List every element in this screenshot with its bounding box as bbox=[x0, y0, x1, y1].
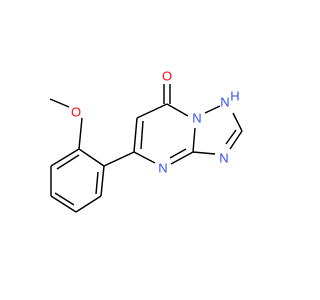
bonds-benzene-ring bbox=[50, 148, 105, 213]
bonds-pyrimidine-ring bbox=[133, 103, 196, 165]
bond-benzene-4 bbox=[50, 195, 77, 213]
bond-c6-c7 bbox=[136, 103, 168, 119]
bond-n8-n1 bbox=[204, 105, 221, 114]
bond-c2-n3 bbox=[229, 130, 243, 150]
bond-benzene-2 bbox=[100, 165, 105, 197]
bond-benzene-2-inner bbox=[95, 171, 99, 195]
chemical-structure: O O N N H N N bbox=[49, 69, 243, 213]
atom-nitrogen-triazole: N bbox=[219, 151, 228, 166]
bond-aryl-pyrimidine bbox=[103, 151, 135, 167]
bond-n3-c3a bbox=[192, 151, 216, 155]
atom-oxygen-methoxy: O bbox=[71, 105, 81, 120]
bond-benzene-3 bbox=[75, 195, 102, 213]
bonds-methoxy bbox=[49, 98, 83, 150]
bond-methyl-oxygen bbox=[49, 98, 70, 108]
bond-c3a-n4-inner bbox=[169, 148, 187, 159]
bond-n1-c2 bbox=[232, 112, 243, 132]
bond-n4-c5 bbox=[133, 151, 156, 164]
atom-oxygen-carbonyl: O bbox=[162, 69, 172, 84]
atom-hydrogen-n1: H bbox=[230, 89, 239, 104]
atom-labels: O O N N H N N bbox=[71, 69, 240, 176]
bond-n8-c3a bbox=[192, 127, 196, 153]
bond-benzene-6-inner bbox=[56, 154, 80, 170]
bond-c2-n3-inner bbox=[225, 129, 237, 145]
atom-nitrogen-pyrimidine: N bbox=[158, 161, 167, 176]
bond-oxygen-aryl bbox=[78, 117, 83, 150]
bond-benzene-6 bbox=[50, 148, 80, 167]
atom-nitrogen-shared: N bbox=[192, 111, 201, 126]
bond-benzene-1 bbox=[78, 148, 105, 167]
bond-c5-c6-inner bbox=[140, 120, 144, 150]
bond-benzene-4-inner bbox=[54, 192, 75, 206]
bond-c7-n8 bbox=[166, 103, 189, 117]
bond-c3a-n4 bbox=[170, 151, 194, 165]
bond-c5-c6 bbox=[133, 117, 138, 153]
atom-nitrogen-n1: N bbox=[220, 95, 229, 110]
bonds-triazole-ring bbox=[192, 105, 243, 155]
bonds-carbonyl bbox=[163, 84, 171, 104]
